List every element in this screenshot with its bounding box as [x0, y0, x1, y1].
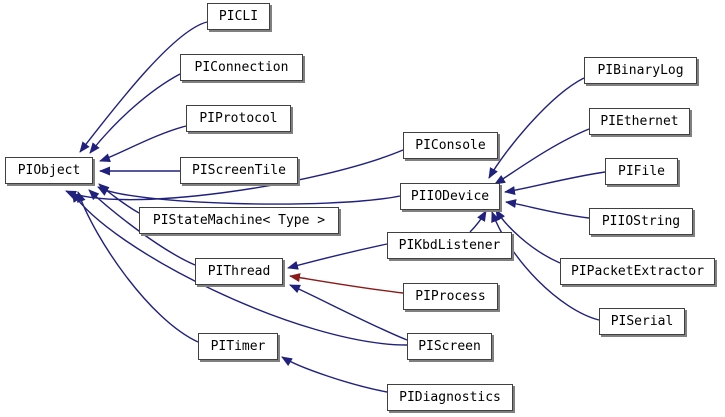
class-node-label: PISerial [610, 314, 674, 329]
class-node-label: PIThread [207, 264, 271, 279]
edge-piprotocol-to-piobject [99, 125, 187, 162]
class-node-label: PIIOString [601, 214, 681, 229]
class-node-pibinarylog[interactable]: PIBinaryLog [584, 57, 697, 84]
class-node-pitimer[interactable]: PITimer [198, 333, 278, 360]
class-node-label: PITimer [210, 339, 266, 354]
class-node-pithread[interactable]: PIThread [195, 258, 283, 285]
class-node-piethernet[interactable]: PIEthernet [589, 108, 690, 135]
edge-pidiagnostics-to-pitimer [281, 356, 388, 393]
class-node-piiostring[interactable]: PIIOString [589, 208, 693, 235]
edge-pithread-to-piobject [88, 189, 196, 266]
class-node-pikbdlistener[interactable]: PIKbdListener [387, 232, 512, 259]
edge-pikbdlistener-to-pithread [287, 243, 388, 270]
class-node-label: PIConnection [194, 60, 289, 75]
edge-pifile-to-piiodevice [504, 171, 606, 195]
class-node-piiodevice[interactable]: PIIODevice [400, 183, 500, 210]
edge-piconnection-to-piobject [89, 73, 181, 154]
edge-pibinarylog-to-piiodevice [488, 77, 585, 179]
class-node-label: PIKbdListener [398, 238, 501, 253]
class-node-label: PIConsole [415, 138, 486, 153]
class-node-piobject[interactable]: PIObject [5, 157, 93, 184]
class-node-piconsole[interactable]: PIConsole [403, 132, 498, 159]
edge-pistatemachine-to-piobject [98, 183, 140, 214]
class-node-piscreen[interactable]: PIScreen [407, 333, 492, 360]
class-node-pifile[interactable]: PIFile [605, 158, 678, 185]
class-node-label: PIIODevice [410, 189, 490, 204]
class-node-pipacketextractor[interactable]: PIPacketExtractor [560, 258, 715, 285]
edge-pitimer-to-piobject [77, 191, 199, 343]
class-node-label: PIProtocol [199, 111, 278, 126]
class-node-label: PIEthernet [600, 114, 679, 129]
edge-piserial-to-piiodevice [491, 211, 600, 321]
class-node-label: PIBinaryLog [597, 63, 684, 78]
class-node-label: PIFile [618, 164, 665, 179]
class-node-piprotocol[interactable]: PIProtocol [186, 105, 291, 132]
class-node-picli[interactable]: PICLI [207, 3, 270, 30]
class-node-label: PICLI [218, 9, 259, 24]
class-node-label: PIDiagnostics [399, 390, 501, 405]
edge-piconsole-to-piobject [65, 149, 404, 201]
edge-piscreen-to-pithread [289, 284, 408, 341]
class-node-label: PIScreenTile [192, 163, 286, 178]
class-node-label: PIScreen [418, 339, 481, 354]
class-node-pistatemachine[interactable]: PIStateMachine< Type > [139, 207, 339, 234]
class-node-label: PIProcess [415, 289, 486, 304]
class-node-piserial[interactable]: PISerial [599, 308, 685, 335]
class-node-pidiagnostics[interactable]: PIDiagnostics [387, 384, 513, 411]
edge-piiodevice-to-piobject [97, 186, 401, 205]
class-node-label: PIObject [17, 163, 81, 178]
edges-group [65, 21, 606, 393]
edge-piethernet-to-piiodevice [494, 128, 590, 185]
class-node-piconnection[interactable]: PIConnection [180, 54, 303, 81]
edge-piprocess-to-pithread [289, 273, 404, 294]
edge-piscreen-to-piobject [71, 191, 408, 346]
edge-picli-to-piobject [79, 21, 208, 153]
class-node-piscreentile[interactable]: PIScreenTile [180, 157, 298, 184]
class-node-piprocess[interactable]: PIProcess [403, 283, 498, 310]
class-node-label: PIStateMachine< Type > [152, 213, 326, 228]
edge-piiostring-to-piiodevice [505, 199, 590, 219]
edge-pikbdlistener-to-piiodevice [469, 210, 487, 233]
class-node-label: PIPacketExtractor [570, 264, 705, 279]
